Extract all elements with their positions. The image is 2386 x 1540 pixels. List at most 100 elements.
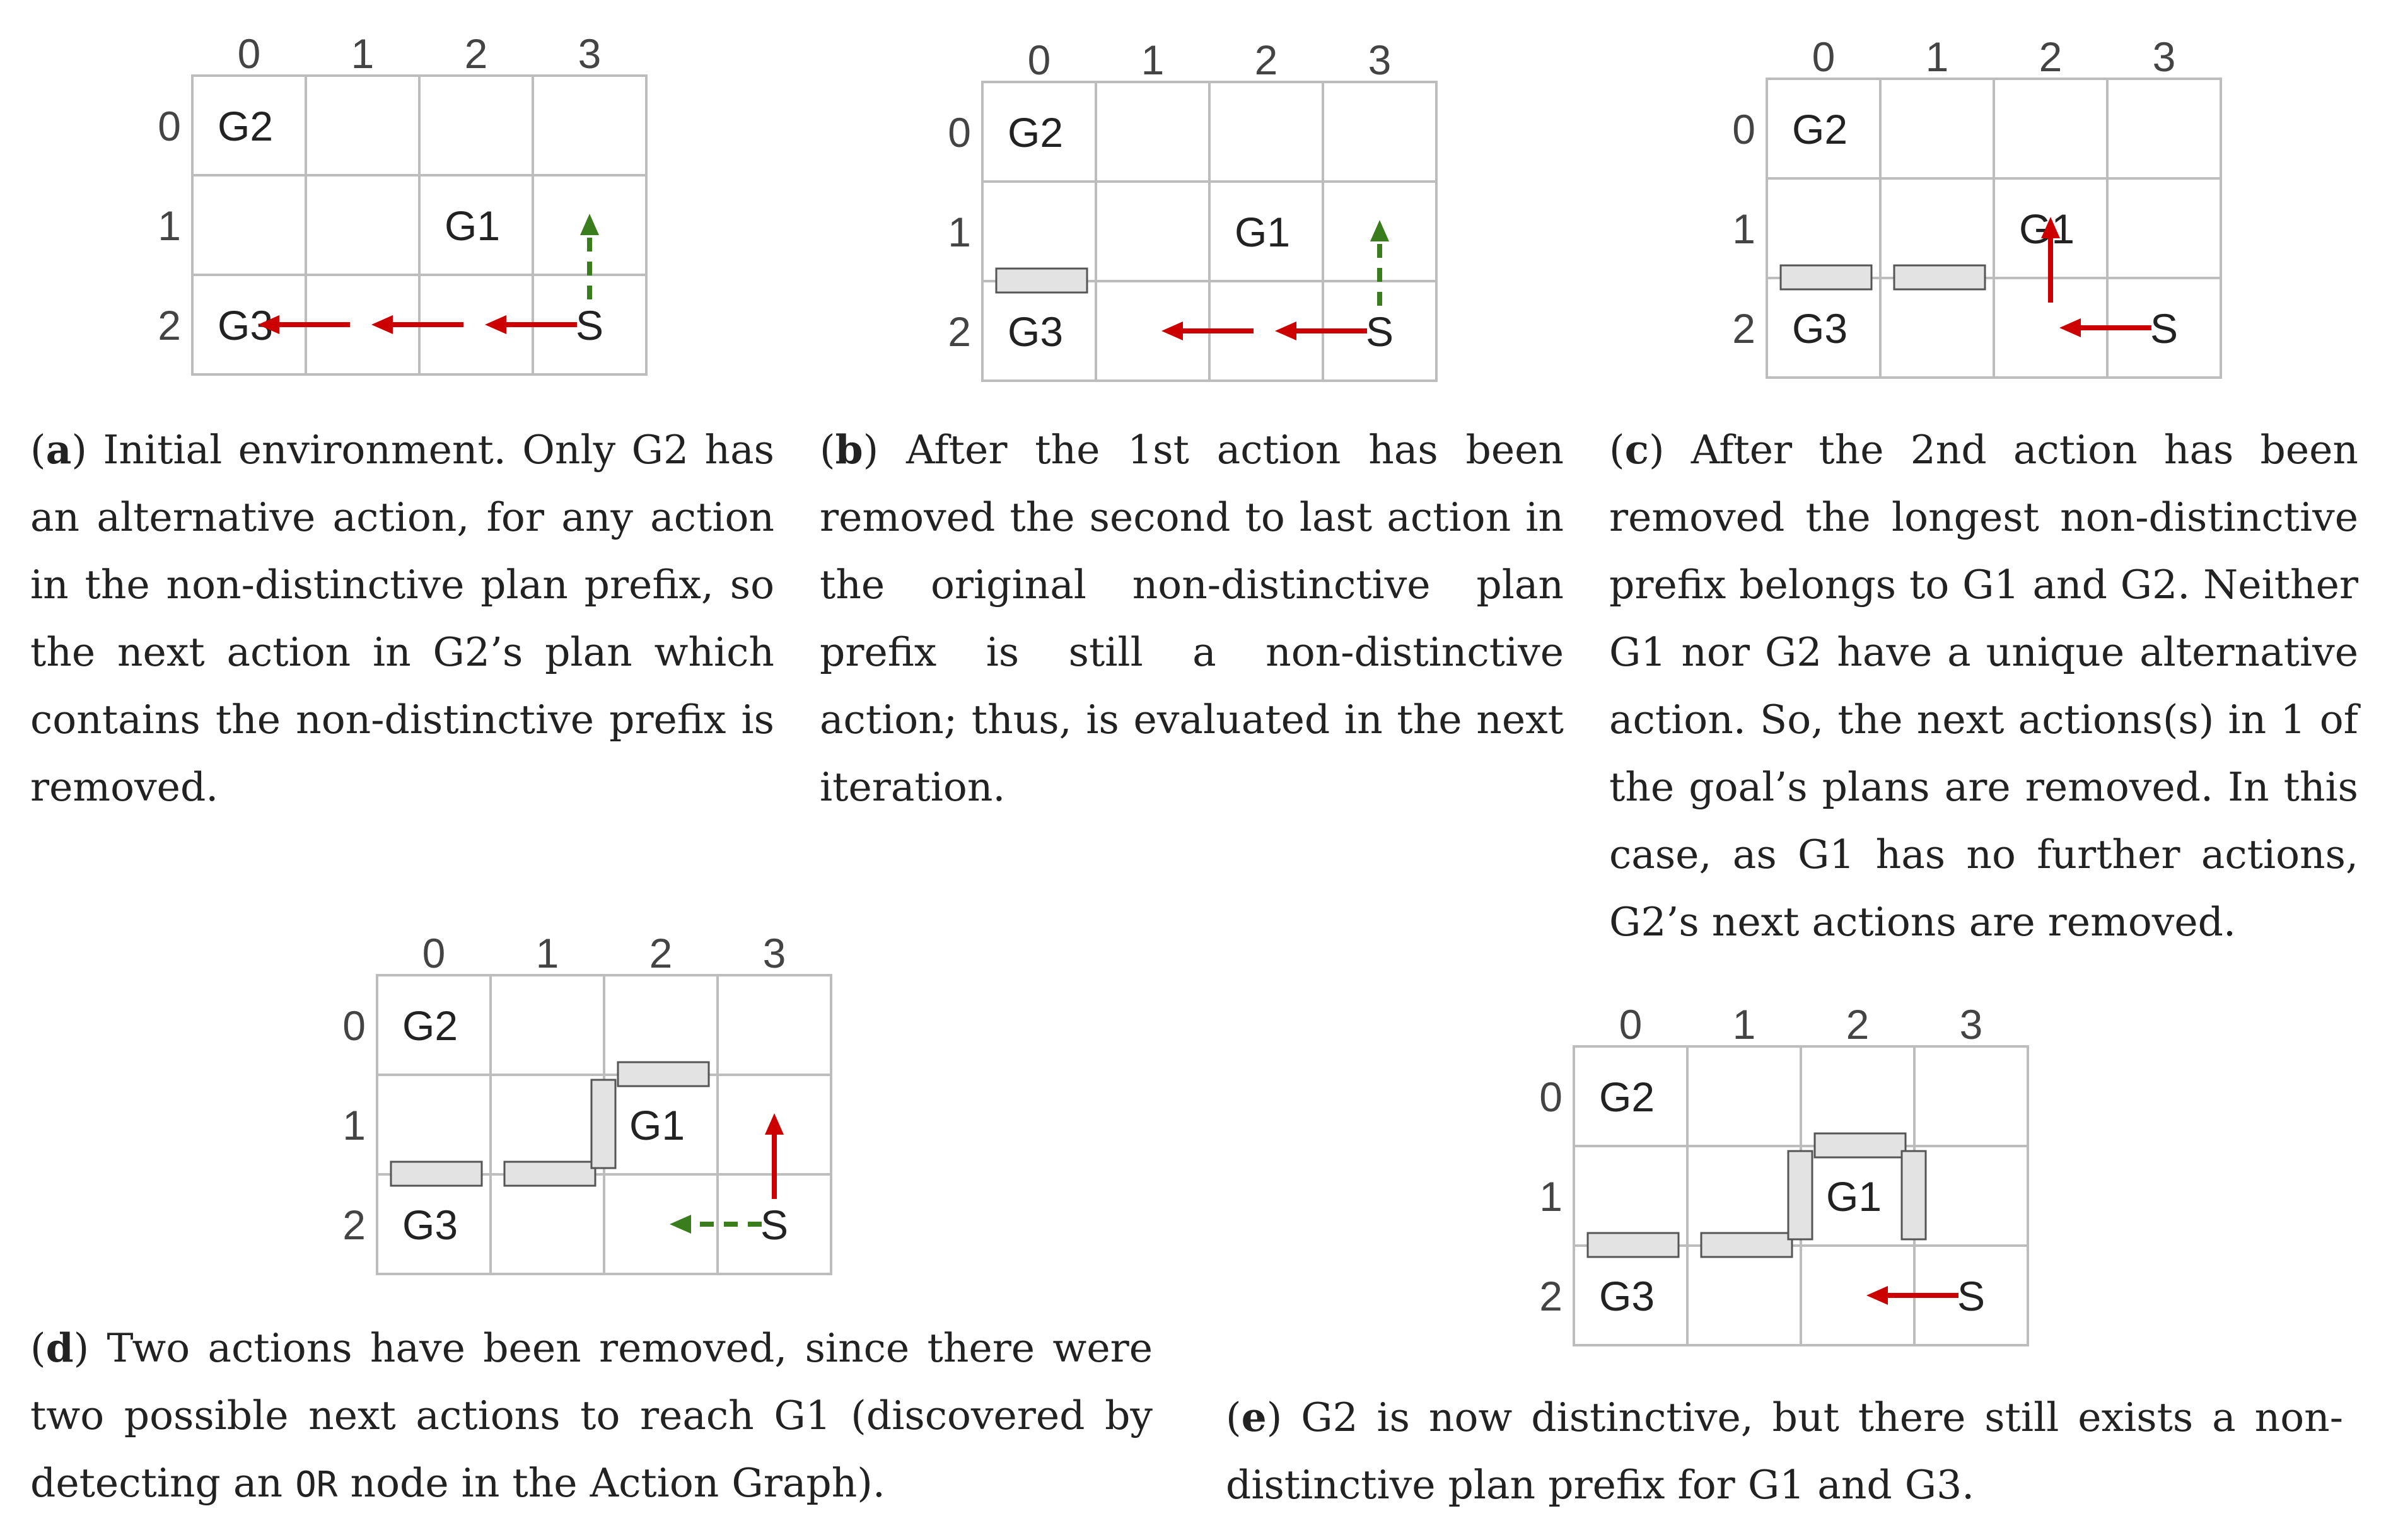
arrow-head <box>2059 318 2081 337</box>
row-label: 0 <box>1539 1074 1563 1120</box>
row-label: 1 <box>342 1102 366 1149</box>
caption-d: (d) Two actions have been removed, since… <box>30 1314 1153 1519</box>
wall-block-2 <box>1813 1132 1907 1159</box>
removed-action-arrow-left-0 <box>2059 318 2151 337</box>
grid-cell <box>2106 177 2222 279</box>
row-label: 2 <box>158 302 181 349</box>
cell-label-g1: G1 <box>445 202 500 249</box>
caption-open-paren: ( <box>1226 1394 1242 1440</box>
column-label: 1 <box>1733 1001 1756 1048</box>
arrow-head <box>670 1215 691 1234</box>
grid-cell <box>1095 81 1211 183</box>
caption-text: After the 1st action has been removed th… <box>820 427 1564 810</box>
grid-cell <box>418 74 534 177</box>
grid-cell <box>489 1173 605 1275</box>
cell-label-g2: G2 <box>218 103 273 149</box>
row-label: 1 <box>158 202 181 249</box>
row-label: 1 <box>1732 206 1755 252</box>
grid-cell <box>1095 180 1211 282</box>
grid-cell <box>1879 277 1995 379</box>
column-label: 0 <box>1812 33 1836 80</box>
grid-cell <box>2106 78 2222 180</box>
cell-label-s: S <box>1957 1273 1985 1319</box>
caption-b: (b) After the 1st action has been remove… <box>820 416 1564 821</box>
grid-cell <box>376 1074 492 1176</box>
removed-action-arrow-left-0 <box>1866 1286 1958 1305</box>
column-label: 0 <box>1619 1001 1643 1048</box>
grid-cell <box>305 74 421 177</box>
grid-cell <box>1879 177 1995 279</box>
grid-cell <box>1879 78 1995 180</box>
column-label: 3 <box>1960 1001 1983 1048</box>
wall-block-4 <box>1900 1150 1927 1241</box>
alternative-action-arrow-up-2 <box>1370 220 1389 306</box>
grid-cell <box>191 174 307 276</box>
arrow-head <box>765 1113 784 1135</box>
column-label: 3 <box>1368 37 1392 83</box>
caption-close-paren: ) <box>1648 427 1665 473</box>
arrow-head <box>580 214 599 235</box>
cell-label-g3: G3 <box>402 1201 458 1248</box>
caption-close-paren: ) <box>863 427 879 473</box>
caption-open-paren: ( <box>30 1325 46 1371</box>
caption-letter: b <box>835 426 863 473</box>
wall-block-0 <box>1779 264 1873 291</box>
row-label: 2 <box>948 308 971 355</box>
grid-cell <box>1686 1244 1802 1346</box>
arrow-head <box>258 315 279 334</box>
cell-label-g3: G3 <box>1008 308 1063 355</box>
alternative-action-arrow-left-1 <box>670 1215 762 1234</box>
caption-close-paren: ) <box>71 427 88 473</box>
grid-cell <box>489 1074 605 1176</box>
wall-block-1 <box>1893 264 1986 291</box>
grid-cell <box>1686 1145 1802 1247</box>
grid-cell <box>1993 78 2109 180</box>
caption-text-after: node in the Action Graph). <box>337 1460 885 1506</box>
wall-block-1 <box>503 1161 596 1187</box>
column-label: 2 <box>465 30 488 77</box>
column-label: 0 <box>422 930 446 976</box>
column-label: 2 <box>1255 37 1278 83</box>
column-label: 3 <box>763 930 786 976</box>
wall-block-3 <box>1787 1150 1813 1241</box>
caption-text: After the 2nd action has been removed th… <box>1609 427 2358 945</box>
column-label: 1 <box>351 30 375 77</box>
cell-label-g1: G1 <box>629 1102 685 1149</box>
removed-action-arrow-left-1 <box>371 315 463 334</box>
caption-code: OR <box>295 1464 338 1505</box>
column-label: 2 <box>649 930 673 976</box>
caption-open-paren: ( <box>820 427 835 473</box>
row-label: 1 <box>948 209 971 255</box>
cell-label-g2: G2 <box>1008 109 1063 156</box>
caption-letter: d <box>45 1324 74 1371</box>
wall-block-1 <box>1700 1232 1793 1258</box>
grid-cell <box>1766 177 1882 279</box>
row-label: 1 <box>1539 1173 1563 1220</box>
grid-cell <box>1686 1045 1802 1147</box>
cell-label-g2: G2 <box>1792 106 1848 153</box>
removed-action-arrow-up-0 <box>765 1113 784 1199</box>
row-label: 0 <box>342 1002 366 1049</box>
row-label: 0 <box>948 109 971 156</box>
arrow-head <box>485 315 506 334</box>
wall-block-3 <box>590 1079 617 1169</box>
caption-letter: e <box>1241 1394 1267 1440</box>
removed-action-arrow-left-2 <box>258 315 350 334</box>
removed-action-arrow-up-1 <box>2041 217 2060 303</box>
grid-cell <box>489 974 605 1076</box>
arrow-head <box>1275 321 1296 340</box>
cell-label-s: S <box>760 1201 788 1248</box>
grid-cell <box>1208 81 1324 183</box>
arrow-head <box>371 315 393 334</box>
caption-text: G2 is now distinctive, but there still e… <box>1226 1394 2343 1508</box>
grid-cell <box>1573 1145 1689 1247</box>
arrow-head <box>1161 321 1183 340</box>
wall-block-0 <box>995 267 1088 294</box>
row-label: 2 <box>1539 1273 1563 1319</box>
caption-letter: c <box>1624 426 1649 473</box>
grid-cell <box>716 974 832 1076</box>
wall-block-2 <box>617 1061 710 1087</box>
row-label: 2 <box>1732 305 1755 352</box>
